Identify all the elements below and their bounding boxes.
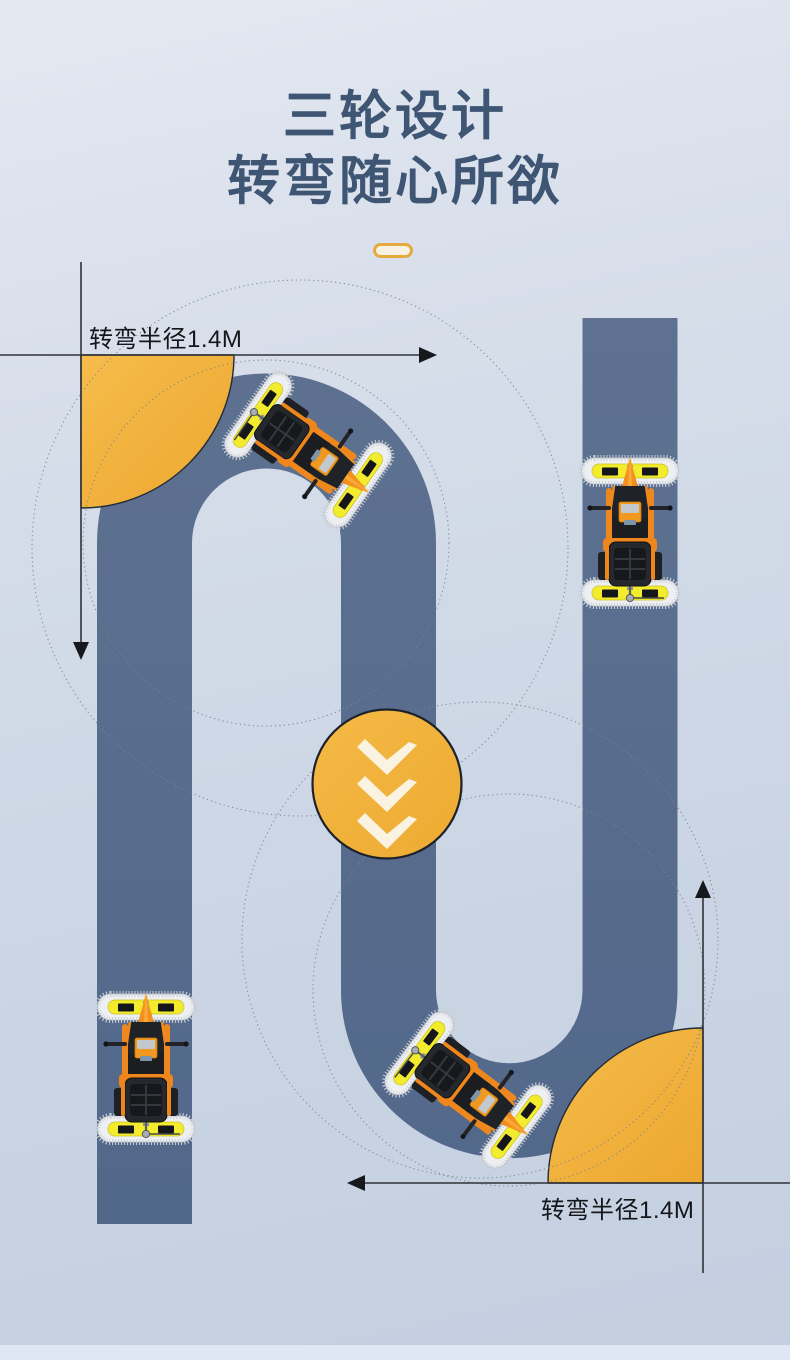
turn-radius-quarter-bottom-right (547, 1027, 704, 1184)
turning-radius-dotted-circle (82, 359, 450, 727)
arrow-up-icon (695, 880, 711, 898)
chevron-down-icon (357, 813, 417, 849)
arrow-down-icon (73, 642, 89, 660)
quarter-circle-group (80, 354, 704, 1184)
turning-radius-dotted-circle (31, 279, 569, 817)
dimension-lines (0, 262, 790, 1273)
page-title: 三轮设计 转弯随心所欲 (0, 84, 790, 214)
title-line-2: 转弯随心所欲 (227, 152, 563, 211)
direction-indicator (311, 708, 463, 860)
pill-dash-icon (373, 243, 413, 258)
direction-ball (311, 708, 463, 860)
turning-radius-dotted-circle (312, 793, 706, 1187)
dotted-turning-circles (31, 279, 719, 1187)
chevron-down-icon (357, 739, 417, 775)
arrow-left-icon (347, 1175, 365, 1191)
turn-radius-label-top-left: 转弯半径1.4M (89, 326, 243, 353)
turning-radius-dotted-circle (241, 701, 719, 1179)
turn-radius-label-bottom-right: 转弯半径1.4M (541, 1197, 695, 1224)
arrow-right-icon (419, 347, 437, 363)
title-line-1: 三轮设计 (283, 87, 507, 146)
chevron-down-icon (357, 776, 417, 812)
bottom-strip (0, 1345, 790, 1360)
turn-radius-quarter-top-left (80, 354, 235, 509)
